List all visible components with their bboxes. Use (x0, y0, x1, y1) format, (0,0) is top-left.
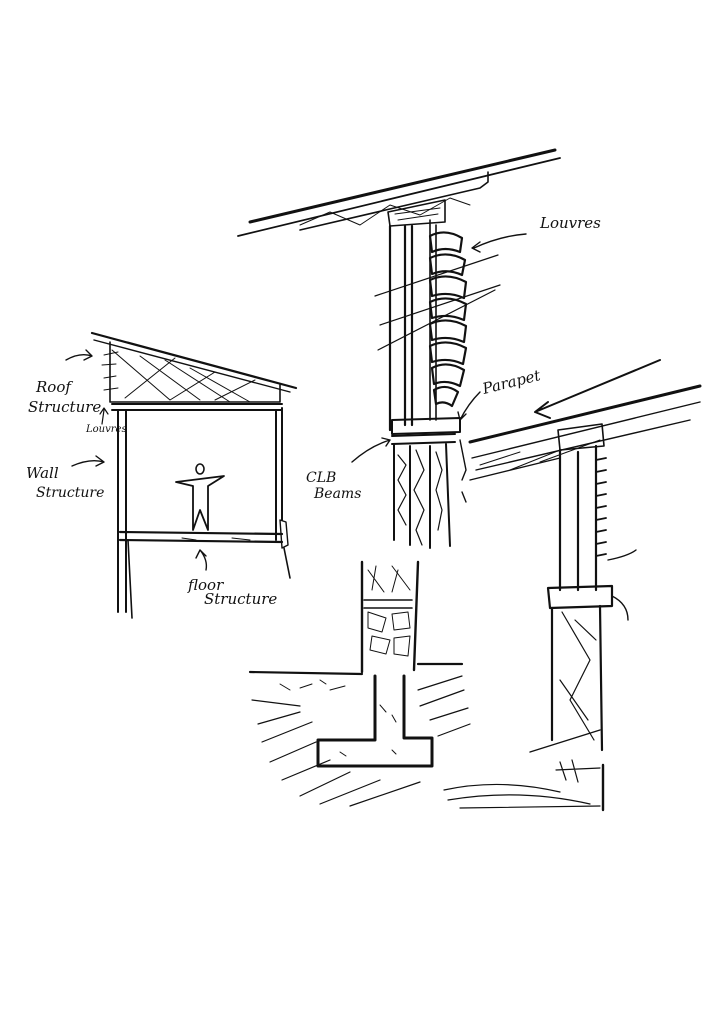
label-louvres: Louvres (539, 214, 601, 232)
footing-detail (248, 560, 471, 807)
label-floor-structure-1: floor (187, 576, 224, 594)
pavilion-roof-line (90, 331, 298, 390)
louvre-blades (428, 231, 468, 408)
detail-roof-line (248, 148, 557, 224)
label-parapet: Parapet (480, 366, 543, 398)
wall-section-detail (237, 148, 561, 549)
pavilion-section (90, 331, 298, 619)
floor-structure-arrow-icon (195, 549, 208, 571)
label-louvres-small: Louvres (85, 424, 127, 435)
louvres-small-arrow-icon (99, 407, 109, 425)
column-section-detail (443, 384, 702, 812)
person-figure (175, 463, 225, 531)
roof-pointer-arrow-icon (534, 359, 661, 419)
louvres-arrow-icon (471, 233, 527, 253)
clt-beams-arrow-icon (351, 437, 391, 463)
label-wall-structure-2: Structure (36, 485, 104, 501)
wall-structure-arrow-icon (71, 455, 105, 467)
label-roof-structure-1: Roof (35, 378, 73, 396)
label-roof-structure-2: Structure (28, 398, 101, 416)
parapet-arrow-icon (457, 391, 481, 421)
roof-structure-arrow-icon (65, 349, 93, 361)
label-floor-structure-2: Structure (204, 590, 277, 608)
label-clt-beams-1: CLB (306, 470, 336, 486)
label-clt-beams-2: Beams (313, 486, 361, 502)
label-wall-structure-1: Wall (26, 464, 59, 482)
annotation-arrows (65, 233, 661, 571)
